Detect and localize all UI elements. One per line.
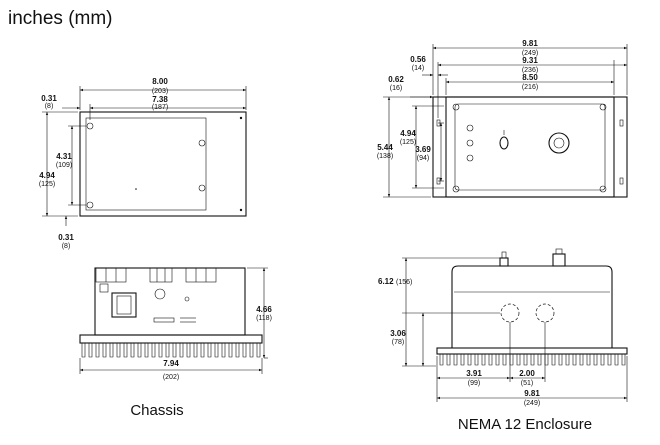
enclosure-top-view: 9.81 (249) 9.31 (236) 8.50 (216) 0.56 (1… [377,39,628,198]
dim-enclosure-knockout-left: 3.91 [466,369,482,378]
dim-enclosure-side-width-mm: (249) [524,400,540,407]
dim-enclosure-side-width: 9.81 [524,389,540,398]
enclosure-heatsink-base [436,347,628,355]
heatsink-base [79,334,263,344]
dim-enclosure-flange-width-mm: (236) [522,67,538,74]
chassis-plate [79,111,247,217]
dim-enclosure-overall-width-mm: (249) [522,50,538,57]
knockout [500,303,520,323]
chassis-board-side [94,267,246,336]
dim-enclosure-body-width-mm: (216) [522,84,538,91]
caption-enclosure: NEMA 12 Enclosure [458,416,592,433]
dim-enclosure-overall-width: 9.81 [522,39,538,48]
dim-enclosure-body-width: 8.50 [522,73,538,82]
caption-chassis: Chassis [130,402,183,419]
dim-enclosure-center-height: 3.69 [415,145,431,154]
dim-chassis-width-mm: (203) [152,88,168,95]
cover-screw [452,185,460,193]
led [184,296,190,302]
dim-chassis-side-width-mm: (202) [163,374,179,381]
dim-chassis-bottom-offset-mm: (8) [62,243,71,250]
indicator [466,154,474,162]
dim-enclosure-side-height-mm: (156) [396,279,412,286]
enclosure-cover [454,103,606,191]
mount-hole [86,122,94,130]
dim-enclosure-left-offset-mm: (16) [390,85,402,92]
dim-chassis-width: 8.00 [152,77,168,86]
dim-enclosure-overall-height-mm: (138) [377,153,393,160]
mount-hole [198,184,206,192]
dim-chassis-bottom-offset: 0.31 [58,233,74,242]
cover-screw [599,185,607,193]
dim-chassis-hole-spacing-mm: (109) [56,162,72,169]
chassis-side-view: 4.66 (118) 7.94 (202) [79,267,272,381]
units-label: inches (mm) [8,8,113,29]
mount-hole [86,201,94,209]
potentiometer [154,288,166,300]
enclosure-side-body [451,265,613,348]
dim-chassis-side-width: 7.94 [163,359,179,368]
enclosure-flange [432,96,628,198]
indicator [466,139,474,147]
gland-top [552,253,566,267]
dim-chassis-height: 4.94 [39,171,55,180]
dim-enclosure-knockout-spacing: 2.00 [519,369,535,378]
dim-enclosure-center-height-mm: (94) [417,155,429,162]
dim-enclosure-left-offset: 0.62 [388,75,404,84]
dim-enclosure-inner-height-mm: (125) [400,139,416,146]
dim-enclosure-overall-height: 5.44 [377,143,393,152]
dim-chassis-hole-spacing: 4.31 [56,152,72,161]
knockout [535,303,555,323]
dim-chassis-height-mm: (125) [39,181,55,188]
dim-enclosure-small-offset: 0.56 [410,55,426,64]
dim-enclosure-knockout-left-mm: (99) [468,380,480,387]
dim-enclosure-side-height: 6.12 [378,277,394,286]
dim-chassis-inner-width-mm: (187) [152,104,168,111]
dim-chassis-side-height: 4.66 [256,305,272,314]
dim-enclosure-inner-height: 4.94 [400,129,416,138]
mount-hole [198,139,206,147]
dim-enclosure-small-offset-mm: (14) [412,65,424,72]
speed-knob [499,136,509,150]
cover-screw [599,103,607,111]
enclosure-body [445,96,615,198]
cable-gland [548,132,570,154]
chassis-board [85,117,207,211]
knob-shaft [499,257,509,267]
dim-enclosure-knockout-spacing-mm: (51) [521,380,533,387]
enclosure-side-view: 6.12 (156) 3.06 (78) 3.91 (99) 2.00 (51)… [378,248,628,407]
cover-screw [452,103,460,111]
transformer [111,292,137,318]
dim-chassis-left-offset: 0.31 [41,94,57,103]
dim-enclosure-knockout-height: 3.06 [390,329,406,338]
dim-enclosure-flange-width: 9.31 [522,56,538,65]
chassis-top-view: 8.00 (203) 7.38 (187) 0.31 (8) 4.94 (125… [39,77,247,250]
dim-chassis-inner-width: 7.38 [152,95,168,104]
dim-chassis-left-offset-mm: (8) [45,103,54,110]
dim-enclosure-knockout-height-mm: (78) [392,339,404,346]
dim-chassis-side-height-mm: (118) [256,315,272,322]
indicator [466,124,474,132]
